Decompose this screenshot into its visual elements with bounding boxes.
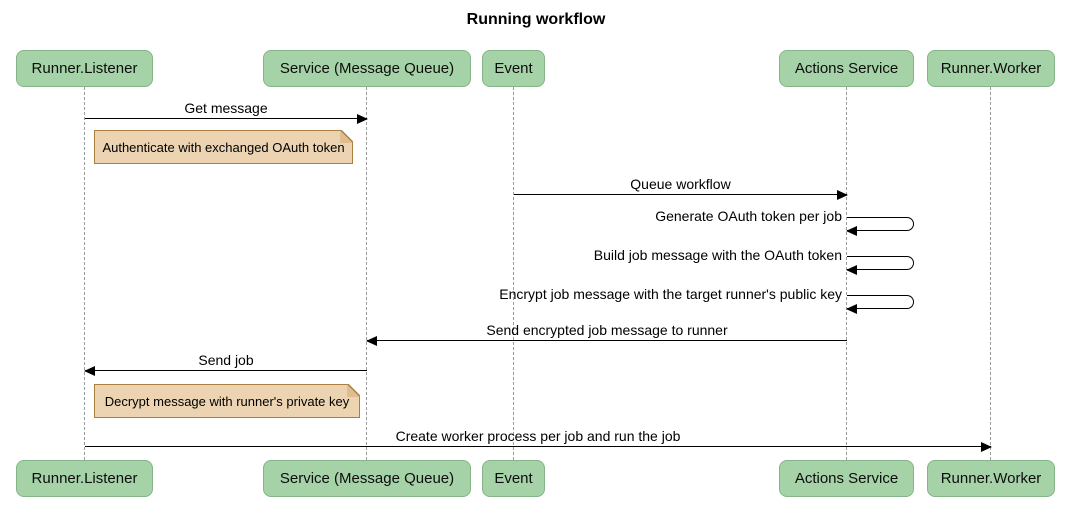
note-fold-corner [347,384,360,397]
participant-label: Service (Message Queue) [279,60,455,77]
participant-event-bottom: Event [482,460,545,497]
message-label: Queue workflow [630,176,731,192]
participant-label: Event [494,60,533,77]
note-text: Authenticate with exchanged OAuth token [102,139,345,155]
message-label: Get message [184,100,268,116]
message-arrow-get-message: Get message [85,100,368,124]
participant-runner-listener-top: Runner.Listener [16,50,153,87]
participant-label: Runner.Listener [31,470,138,487]
participant-label: Runner.Worker [940,470,1042,487]
message-label: Send encrypted job message to runner [486,322,728,338]
participant-runner-worker-top: Runner.Worker [927,50,1055,87]
participant-event-top: Event [482,50,545,87]
message-label: Create worker process per job and run th… [395,428,681,444]
participant-label: Runner.Listener [31,60,138,77]
lifeline-event [513,87,514,460]
self-loop-encrypt-job-message [846,295,914,314]
participant-service-message-queue-top: Service (Message Queue) [263,50,471,87]
participant-label: Actions Service [794,60,899,77]
participant-runner-worker-bottom: Runner.Worker [927,460,1055,497]
self-loop-build-job-message [846,256,914,275]
participant-actions-service-top: Actions Service [779,50,914,87]
participant-service-message-queue-bottom: Service (Message Queue) [263,460,471,497]
self-loop-generate-oauth [846,217,914,236]
self-message-label-generate-oauth: Generate OAuth token per job [655,208,842,224]
message-label: Send job [198,352,254,368]
self-message-label-build-job-message: Build job message with the OAuth token [593,247,842,263]
message-arrow-send-encrypted-job: Send encrypted job message to runner [366,322,847,346]
participant-actions-service-bottom: Actions Service [779,460,914,497]
lifeline-runner-worker [990,87,991,460]
message-arrow-send-job: Send job [84,352,367,376]
note-decrypt: Decrypt message with runner's private ke… [94,384,360,418]
participant-label: Service (Message Queue) [279,470,455,487]
diagram-title: Running workflow [466,11,606,28]
participant-label: Runner.Worker [940,60,1042,77]
note-authenticate: Authenticate with exchanged OAuth token [94,130,353,164]
self-message-label-encrypt-job-message: Encrypt job message with the target runn… [499,286,842,302]
participant-label: Event [494,470,533,487]
note-fold-corner [340,130,353,143]
lifeline-service-message-queue [366,87,367,460]
message-arrow-create-worker: Create worker process per job and run th… [85,428,992,452]
note-text: Decrypt message with runner's private ke… [104,393,350,409]
participant-label: Actions Service [794,470,899,487]
lifeline-runner-listener [84,87,85,460]
participant-runner-listener-bottom: Runner.Listener [16,460,153,497]
message-arrow-queue-workflow: Queue workflow [514,176,848,200]
